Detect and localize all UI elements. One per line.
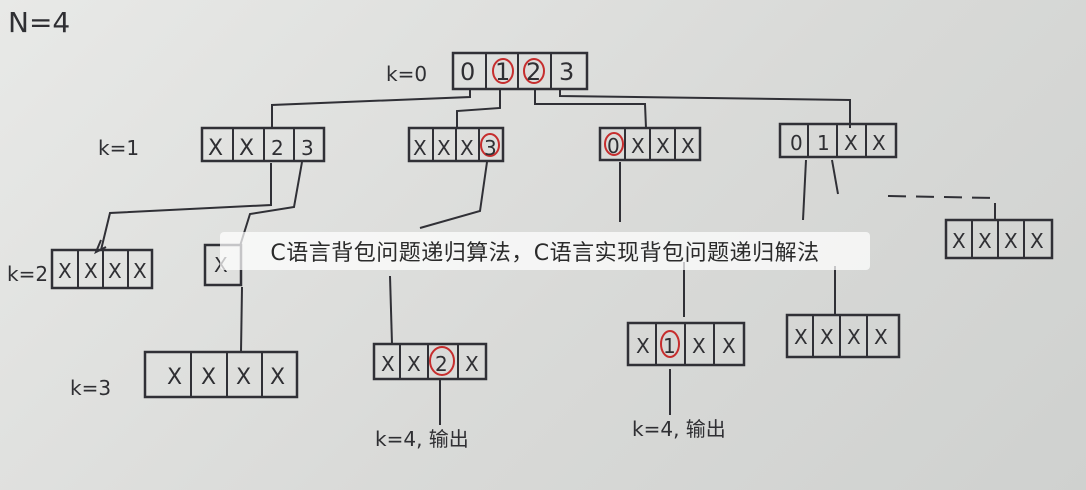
l1n1-cell-1: X — [239, 136, 254, 161]
l1n3-cell-1: X — [631, 134, 645, 158]
l1n3-cell-3: X — [681, 134, 695, 158]
l2n1-cell-3: X — [133, 259, 147, 283]
l3n4-cell-3: X — [874, 325, 888, 349]
level1-node-4: 0 1 X X — [778, 122, 898, 159]
level1-node-1: X X 2 3 — [200, 126, 326, 163]
watermark-banner: C语言背包问题递归算法，C语言实现背包问题递归解法 — [220, 232, 870, 270]
l2n1-cell-2: X — [108, 259, 122, 283]
edge-n2-l2 — [419, 161, 488, 229]
edge-n1-l2a — [100, 163, 272, 251]
l3n3-cell-3: X — [722, 334, 736, 358]
level3-node-4: X X X X — [785, 313, 901, 359]
l3n2-cell-1: X — [407, 352, 421, 376]
l3n1-cell-2: X — [236, 365, 251, 390]
watermark-text: C语言背包问题递归算法，C语言实现背包问题递归解法 — [270, 241, 820, 266]
root-node: 0 1 2 3 — [451, 51, 589, 91]
edge-l2-l3b — [389, 275, 393, 345]
level3-node-1: X X X X — [143, 350, 299, 399]
l1n4-cell-1: 1 — [817, 131, 830, 155]
root-cell-1: 1 — [495, 58, 510, 86]
edge-l2-l3a — [240, 286, 243, 353]
level-label-k2: k=2 — [7, 262, 48, 286]
l1n2-cell-3: 3 — [484, 136, 497, 160]
l1n3-cell-0: 0 — [607, 134, 620, 158]
l2n3-cell-3: X — [1030, 229, 1044, 253]
l1n1-cell-2: 2 — [271, 136, 284, 160]
level1-node-3: 0 X X X — [598, 126, 702, 162]
l2n3-cell-1: X — [978, 229, 992, 253]
l1n2-cell-0: X — [413, 136, 427, 160]
root-node-box — [451, 51, 589, 91]
output-label-2: k=4, 输出 — [632, 417, 726, 441]
l3n1-cell-3: X — [270, 365, 285, 390]
root-cell-0: 0 — [460, 58, 475, 86]
l3n4-cell-1: X — [820, 325, 834, 349]
edge-root-node2 — [456, 88, 501, 128]
n-label: N=4 — [8, 6, 70, 39]
level3-node-2: X X 2 X — [372, 342, 488, 381]
l1n2-cell-1: X — [437, 136, 451, 160]
l1n2-cell-2: X — [460, 136, 474, 160]
edge-root-node3 — [534, 88, 647, 129]
l2n3-cell-2: X — [1004, 229, 1018, 253]
l3n1-cell-0: X — [167, 365, 182, 390]
edge-root-node4 — [559, 88, 851, 128]
edge-n1-l2b — [239, 161, 303, 247]
l3n2-cell-2: 2 — [435, 352, 448, 376]
l1n3-cell-2: X — [656, 134, 670, 158]
l1n4-cell-3: X — [872, 131, 886, 155]
l3n3-cell-1: 1 — [663, 334, 676, 358]
l3n2-cell-0: X — [381, 352, 395, 376]
l1n4-cell-2: X — [844, 131, 858, 155]
dashed-branch — [887, 195, 996, 220]
l3n3-cell-2: X — [692, 334, 706, 358]
l3n2-cell-3: X — [465, 352, 479, 376]
l3n4-cell-0: X — [794, 325, 808, 349]
l1n1-cell-0: X — [208, 136, 223, 161]
edge-n4-l2a — [802, 159, 807, 221]
l3n1-cell-1: X — [201, 365, 216, 390]
level2-node-1: X X X X — [50, 248, 154, 290]
l2n3-cell-0: X — [952, 229, 966, 253]
level-label-k3: k=3 — [70, 376, 111, 400]
l2n1-cell-0: X — [58, 259, 72, 283]
edge-root-node1 — [271, 88, 471, 127]
arrowhead-icon — [94, 239, 107, 255]
level3-node-3: X 1 X X — [626, 321, 746, 367]
edge-n4-l2b — [831, 159, 839, 195]
root-cell-2: 2 — [526, 58, 541, 86]
l3n3-cell-0: X — [636, 334, 650, 358]
root-cell-3: 3 — [559, 58, 574, 86]
l1n4-cell-0: 0 — [790, 131, 803, 155]
l1n1-cell-3: 3 — [301, 136, 314, 160]
level2-node-3: X X X X — [944, 218, 1054, 260]
level-label-k0: k=0 — [386, 62, 427, 86]
l3n4-cell-2: X — [847, 325, 861, 349]
output-label-1: k=4, 输出 — [375, 427, 469, 451]
l2n1-cell-1: X — [84, 259, 98, 283]
level-label-k1: k=1 — [98, 136, 139, 160]
level1-node-2: X X X 3 — [407, 126, 505, 163]
